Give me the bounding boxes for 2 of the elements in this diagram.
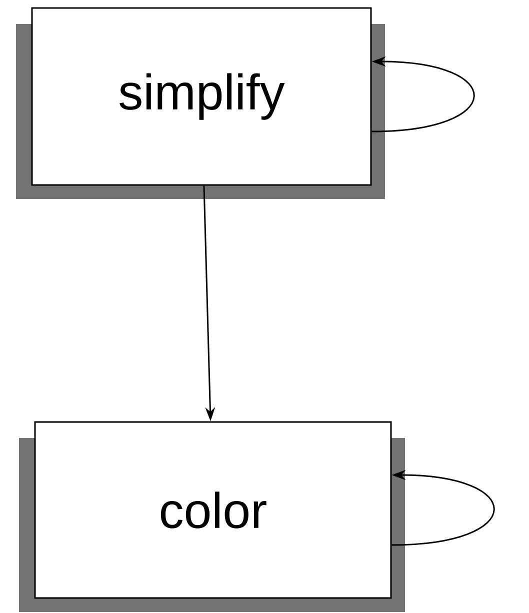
process-box: simplify bbox=[16, 7, 385, 199]
process-box: color bbox=[19, 421, 405, 612]
